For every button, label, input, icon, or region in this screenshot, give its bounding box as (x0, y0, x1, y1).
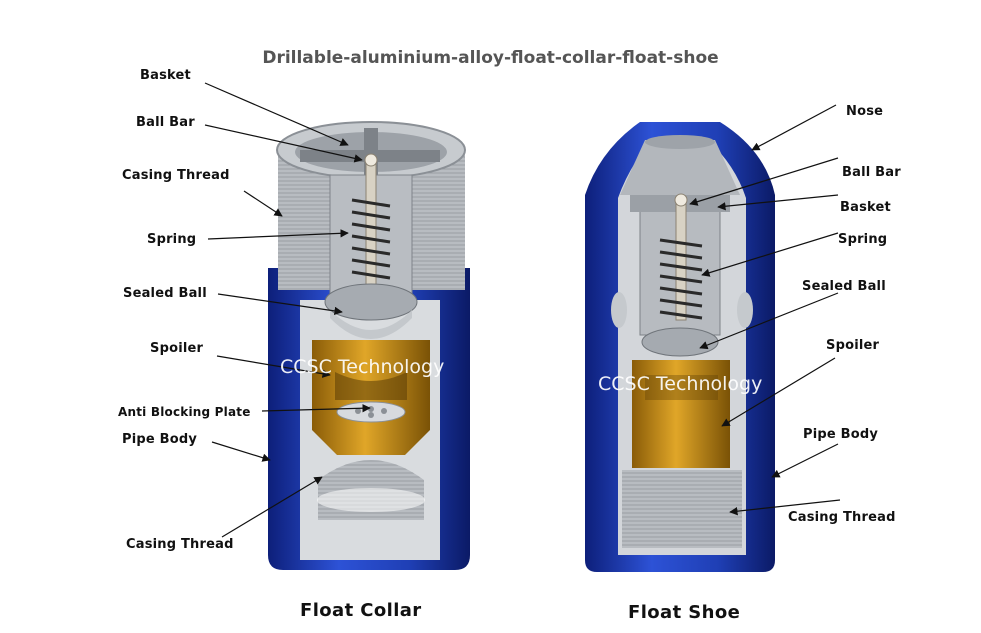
collar-label-casing-thread-top: Casing Thread (122, 168, 230, 183)
collar-label-anti-blocking-plate: Anti Blocking Plate (118, 405, 251, 419)
collar-sealed-ball (324, 283, 418, 321)
shoe-caption: Float Shoe (628, 602, 741, 623)
float-shoe-body (585, 122, 775, 572)
collar-label-basket: Basket (140, 68, 191, 83)
shoe-label-sealed-ball: Sealed Ball (802, 279, 886, 294)
collar-label-ball-bar: Ball Bar (136, 115, 195, 130)
diagram-title: Drillable-aluminium-alloy-float-collar-f… (262, 48, 719, 68)
shoe-label-spoiler: Spoiler (826, 338, 880, 353)
shoe-spoiler (632, 360, 730, 468)
float-collar-body (268, 121, 470, 570)
collar-label-sealed-ball: Sealed Ball (123, 286, 207, 301)
collar-spring (351, 198, 391, 280)
shoe-leader-lines (689, 104, 841, 516)
collar-label-spring: Spring (147, 232, 197, 247)
shoe-nose-cone (620, 140, 740, 195)
collar-label-pipe-body: Pipe Body (122, 432, 198, 447)
shoe-label-nose: Nose (846, 104, 884, 119)
collar-label-casing-thread-bottom: Casing Thread (126, 537, 234, 552)
collar-caption: Float Collar (300, 600, 422, 621)
shoe-watermark: CCSC Technology (598, 373, 763, 395)
shoe-label-casing-thread: Casing Thread (788, 510, 896, 525)
collar-leader-lines (204, 82, 371, 538)
shoe-label-ball-bar: Ball Bar (842, 165, 901, 180)
shoe-label-spring: Spring (838, 232, 888, 247)
collar-ball-bar-stem (365, 159, 377, 286)
shoe-sealed-ball (641, 327, 719, 357)
shoe-label-basket: Basket (840, 200, 891, 215)
shoe-casing-thread (622, 470, 742, 548)
collar-watermark: CCSC Technology (280, 356, 445, 378)
shoe-label-pipe-body: Pipe Body (803, 427, 879, 442)
collar-label-spoiler: Spoiler (150, 341, 204, 356)
shoe-spring (659, 238, 703, 320)
